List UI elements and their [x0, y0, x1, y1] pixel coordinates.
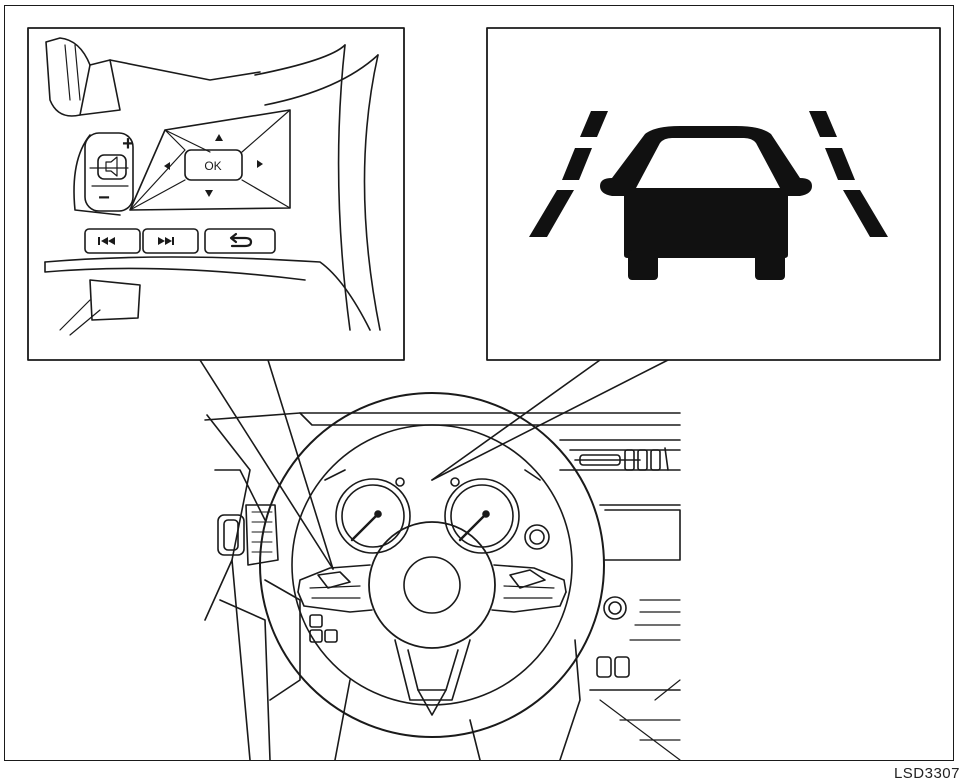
volume-up-label: +: [122, 133, 134, 155]
figure-reference-code: LSD3307: [894, 765, 960, 782]
volume-down-label: −: [98, 187, 110, 209]
steering-switch-inset: [28, 28, 404, 360]
steering-wheel: [260, 393, 604, 737]
dashboard-scene: [205, 413, 680, 760]
ok-button-label: OK: [204, 159, 221, 173]
